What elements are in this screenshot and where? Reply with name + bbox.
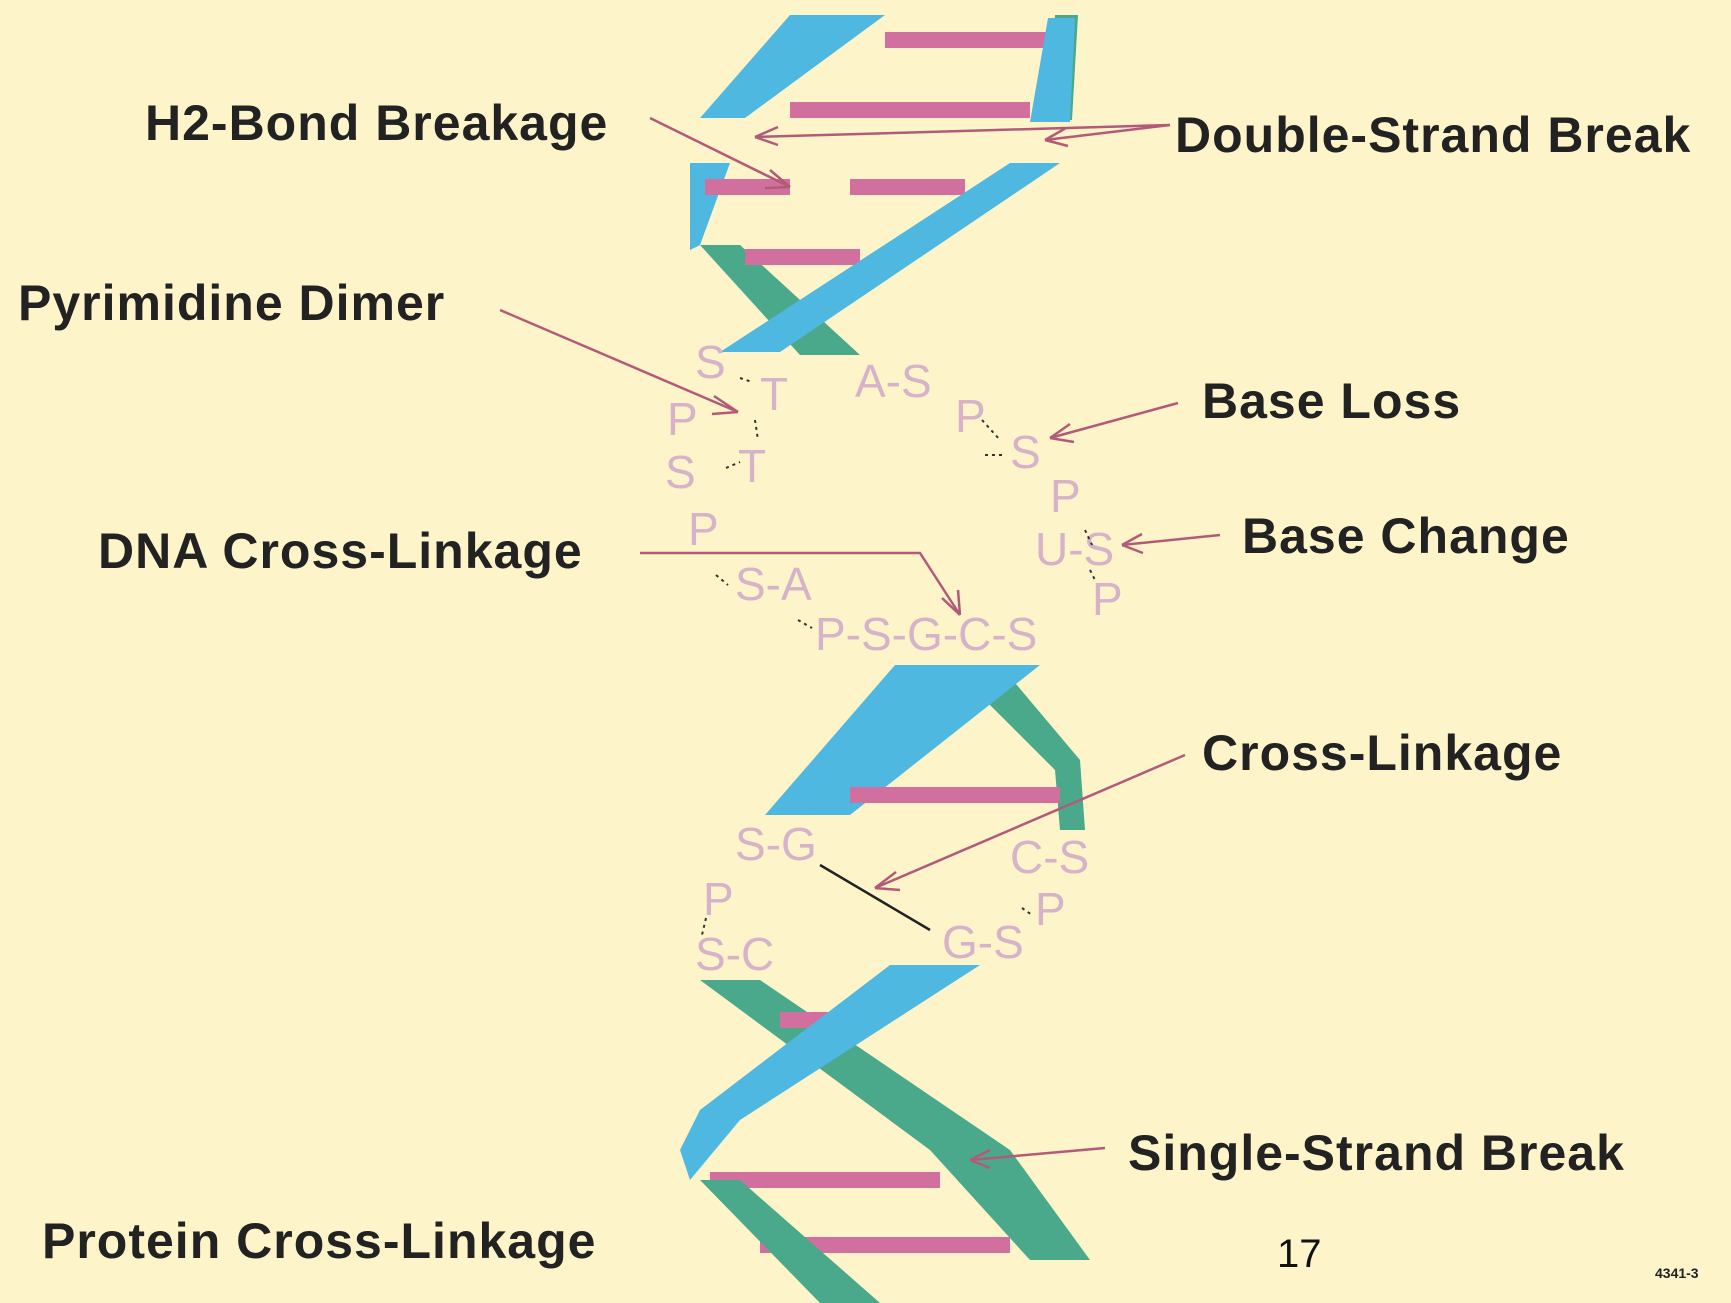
nucleotide-s-a: S-A — [735, 558, 812, 610]
double-strand-break-gap — [690, 122, 1090, 160]
nucleotide-s-c: S-C — [695, 928, 774, 980]
upper-nucleotide-loop: S T P S T P S-A P-S-G-C-S A-S P S P U-S … — [665, 336, 1123, 660]
lower-helix — [680, 965, 1090, 1303]
upper-blue-strand-left — [690, 163, 730, 250]
nucleotide-p: P — [703, 873, 734, 925]
nucleotide-p-s-g-c-s: P-S-G-C-S — [815, 608, 1037, 660]
label-base-loss: Base Loss — [1202, 373, 1461, 429]
nucleotide-s: S — [695, 336, 726, 388]
nucleotide-p: P — [1050, 470, 1081, 522]
nucleotide-g-s: G-S — [942, 916, 1024, 968]
nucleotide-s: S — [665, 446, 696, 498]
nucleotide-u-s: U-S — [1035, 523, 1114, 575]
nucleotide-c-s: C-S — [1010, 831, 1089, 883]
label-single-strand-break: Single-Strand Break — [1128, 1125, 1625, 1181]
slide-number: 17 — [1277, 1232, 1322, 1276]
nucleotide-t: T — [760, 368, 788, 420]
arrow-base-loss — [1050, 403, 1178, 438]
label-h2-bond-breakage: H2-Bond Breakage — [145, 95, 608, 151]
lower-nucleotide-loop: S-G P S-C C-S P G-S — [695, 818, 1089, 980]
nucleotide-s: S — [1010, 426, 1041, 478]
nucleotide-p: P — [1092, 573, 1123, 625]
nucleotide-p: P — [955, 390, 986, 442]
label-protein-cross-linkage: Protein Cross-Linkage — [42, 1213, 596, 1269]
arrowhead — [712, 396, 738, 414]
label-dna-cross-linkage: DNA Cross-Linkage — [98, 523, 583, 579]
label-double-strand-break: Double-Strand Break — [1175, 107, 1691, 163]
cross-link-bond — [820, 865, 930, 930]
nucleotide-p: P — [1035, 883, 1066, 935]
label-cross-linkage: Cross-Linkage — [1202, 725, 1562, 781]
figure-code: 4341-3 — [1655, 1265, 1699, 1281]
middle-helix — [765, 665, 1085, 830]
nucleotide-p: P — [667, 393, 698, 445]
arrowhead — [875, 872, 900, 890]
nucleotide-t: T — [738, 440, 766, 492]
label-pyrimidine-dimer: Pyrimidine Dimer — [18, 275, 445, 331]
nucleotide-a-s: A-S — [855, 355, 932, 407]
label-base-change: Base Change — [1242, 508, 1570, 564]
nucleotide-p: P — [688, 503, 719, 555]
nucleotide-s-g: S-G — [735, 818, 817, 870]
